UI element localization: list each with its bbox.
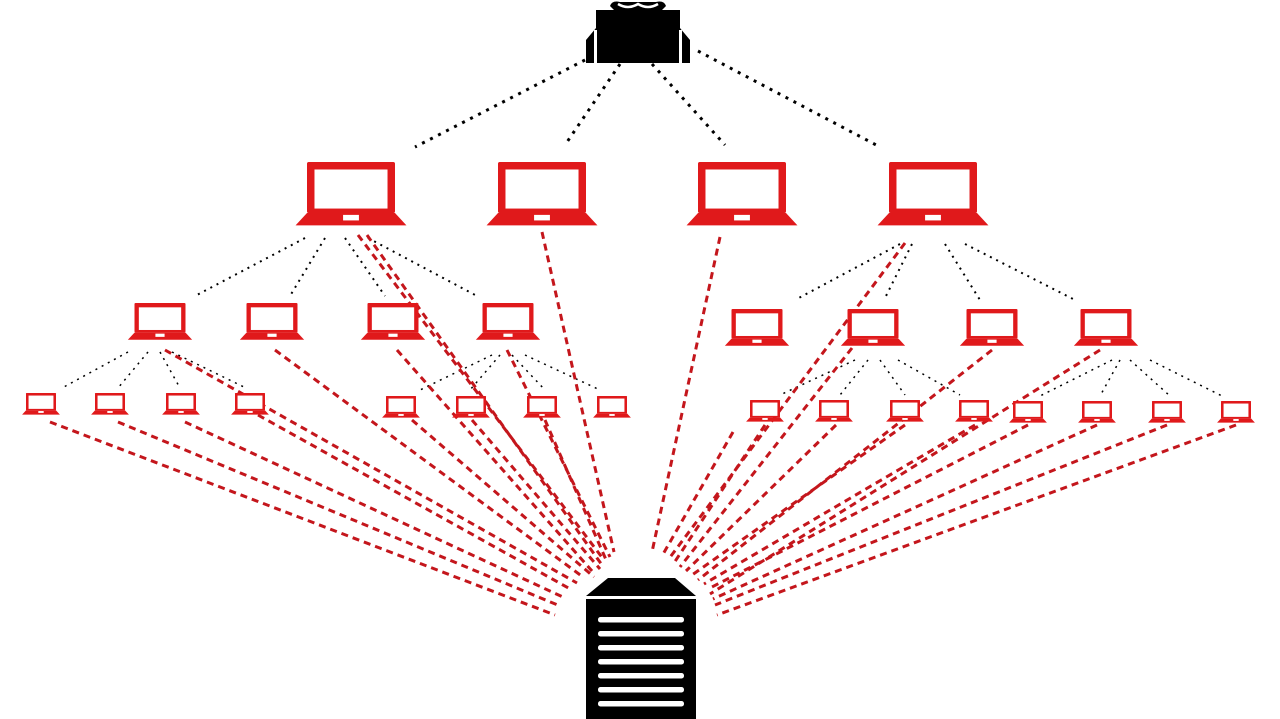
laptop-icon-tier3-9 <box>815 400 853 422</box>
command-link <box>1129 359 1171 397</box>
attack-link <box>540 231 616 553</box>
laptop-icon-tier2-4 <box>724 309 790 346</box>
laptop-icon-tier3-7 <box>593 396 631 418</box>
attack-link <box>697 348 993 582</box>
command-link <box>367 237 478 297</box>
attack-link <box>257 413 573 592</box>
attack-links <box>49 231 1237 617</box>
laptop-icon-tier3-5 <box>452 396 490 418</box>
command-link <box>650 62 727 147</box>
command-link <box>524 354 601 391</box>
server-tower-icon <box>586 578 696 719</box>
attack-link <box>411 418 595 579</box>
command-link <box>469 354 501 391</box>
attack-link <box>672 424 767 564</box>
command-link <box>839 359 869 396</box>
laptop-icon-tier3-10 <box>886 400 924 422</box>
command-link <box>883 243 913 301</box>
attack-link <box>164 348 578 585</box>
command-link <box>419 354 493 391</box>
laptop-icon-tier2-2 <box>360 303 426 340</box>
laptop-icon-tier3-1 <box>91 393 129 415</box>
attack-link <box>703 423 976 586</box>
attack-link <box>666 242 907 561</box>
command-link <box>414 58 586 149</box>
attack-link <box>117 420 561 608</box>
attack-link <box>678 347 854 568</box>
laptop-icon-tier2-7 <box>1073 309 1139 346</box>
command-link <box>1099 359 1121 397</box>
laptop-icon-tier2-5 <box>840 309 906 346</box>
laptop-icon-tier1-2 <box>686 162 798 226</box>
attack-link <box>714 423 1168 607</box>
laptop-icon-tier1-0 <box>295 162 407 226</box>
command-link <box>944 243 981 301</box>
laptop-icon-tier3-13 <box>1078 401 1116 423</box>
command-link <box>794 243 901 301</box>
attack-link <box>365 234 604 566</box>
attack-link <box>691 423 906 577</box>
attack-link <box>712 423 1098 601</box>
attack-link <box>505 349 612 558</box>
command-link <box>61 351 129 389</box>
laptop-icon-tier3-6 <box>523 396 561 418</box>
attack-link <box>395 349 594 572</box>
command-link <box>964 243 1076 301</box>
laptop-icon-tier2-0 <box>127 303 193 340</box>
hacker-at-laptop-icon <box>586 1 690 63</box>
nodes <box>22 1 1255 719</box>
attack-link <box>356 234 606 561</box>
command-link <box>511 354 546 391</box>
command-link <box>117 351 149 389</box>
laptop-icon-tier2-6 <box>959 309 1025 346</box>
laptop-icon-tier3-14 <box>1148 401 1186 423</box>
laptop-icon-tier3-15 <box>1217 401 1255 423</box>
attack-link <box>49 420 556 617</box>
attack-link <box>707 423 1029 591</box>
attack-link <box>709 348 1101 596</box>
command-link <box>879 359 906 396</box>
laptop-icon-tier3-11 <box>955 400 993 422</box>
command-link <box>897 359 961 396</box>
laptop-icon-tier3-0 <box>22 393 60 415</box>
attack-link <box>650 236 722 553</box>
attack-link <box>684 423 838 573</box>
attack-link <box>274 348 584 579</box>
command-link <box>697 49 881 149</box>
command-link <box>344 237 386 297</box>
laptop-icon-tier3-8 <box>746 400 784 422</box>
laptop-icon-tier2-1 <box>239 303 305 340</box>
command-link <box>171 351 247 389</box>
laptop-icon-tier3-12 <box>1009 401 1047 423</box>
command-link <box>1149 359 1223 397</box>
laptop-icon-tier3-2 <box>162 393 200 415</box>
attack-link <box>470 419 602 570</box>
laptop-icon-tier3-3 <box>231 393 269 415</box>
command-link <box>194 237 306 297</box>
laptop-icon-tier1-3 <box>877 162 989 226</box>
command-link <box>563 63 622 146</box>
command-links <box>61 49 1223 397</box>
attack-link <box>716 423 1237 617</box>
laptop-icon-tier1-1 <box>486 162 598 226</box>
command-link <box>289 237 326 297</box>
laptop-icon-tier2-3 <box>475 303 541 340</box>
laptop-icon-tier3-4 <box>382 396 420 418</box>
attack-link <box>184 420 566 600</box>
